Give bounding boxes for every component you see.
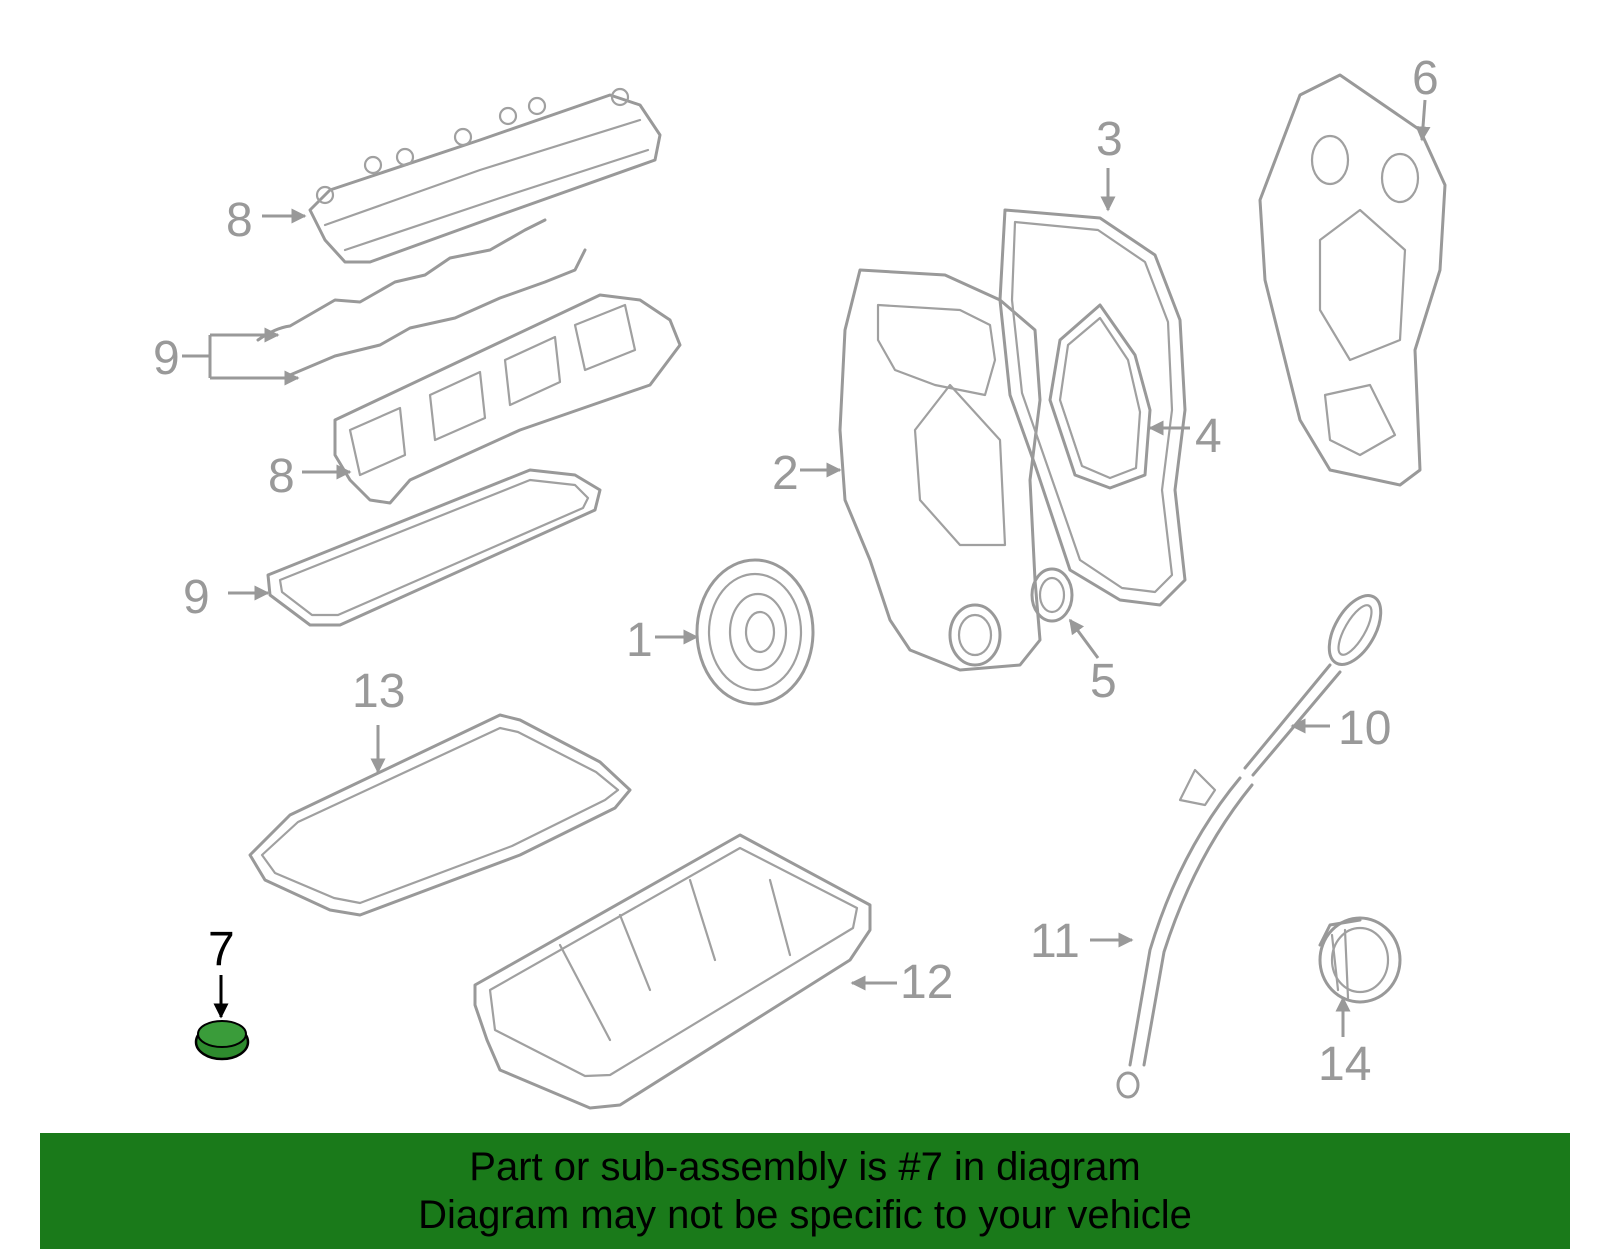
part-12-oil-pan <box>473 833 872 1110</box>
part-6-rear-cover <box>1258 73 1447 487</box>
part-8-cam-carrier-lower <box>333 293 682 505</box>
callout-11[interactable]: 11 <box>1030 915 1080 968</box>
callout-9-lower[interactable]: 9 <box>183 571 210 624</box>
part-11-dipstick-tube <box>1116 768 1254 1099</box>
part-14-oil-filter <box>1318 916 1402 1004</box>
callout-6[interactable]: 6 <box>1412 52 1439 105</box>
callout-3[interactable]: 3 <box>1096 113 1123 166</box>
info-banner: Part or sub-assembly is #7 in diagram Di… <box>40 1133 1570 1249</box>
callout-labels: 8 9 8 9 13 1 2 3 4 5 6 10 11 12 14 7 <box>153 52 1439 1091</box>
banner-line-disclaimer: Diagram may not be specific to your vehi… <box>418 1193 1192 1237</box>
leader-lines <box>182 99 1431 1037</box>
part-9-gasket-lower <box>266 468 602 627</box>
callout-12[interactable]: 12 <box>900 956 953 1009</box>
callout-14[interactable]: 14 <box>1318 1038 1371 1091</box>
callout-13[interactable]: 13 <box>352 665 405 718</box>
part-3-cover-gasket <box>998 208 1187 607</box>
callout-2[interactable]: 2 <box>772 447 799 500</box>
callout-1[interactable]: 1 <box>626 614 653 667</box>
callout-9-upper[interactable]: 9 <box>153 332 180 385</box>
part-8-valve-cover-upper <box>308 87 662 264</box>
callout-7-highlighted[interactable]: 7 <box>208 923 235 976</box>
callout-5[interactable]: 5 <box>1090 655 1117 708</box>
part-1-crank-pulley <box>695 558 815 706</box>
part-7-plug-highlighted[interactable] <box>194 1020 250 1061</box>
part-2-timing-cover <box>838 268 1042 672</box>
banner-line-part-info: Part or sub-assembly is #7 in diagram <box>469 1145 1141 1189</box>
part-13-oil-pan-gasket <box>248 713 632 917</box>
part-5-front-seal <box>1030 567 1074 623</box>
callout-4[interactable]: 4 <box>1195 410 1222 463</box>
part-4-inner-gasket <box>1048 303 1152 490</box>
callout-8-lower[interactable]: 8 <box>268 450 295 503</box>
callout-10[interactable]: 10 <box>1338 702 1391 755</box>
callout-8-upper[interactable]: 8 <box>226 194 253 247</box>
